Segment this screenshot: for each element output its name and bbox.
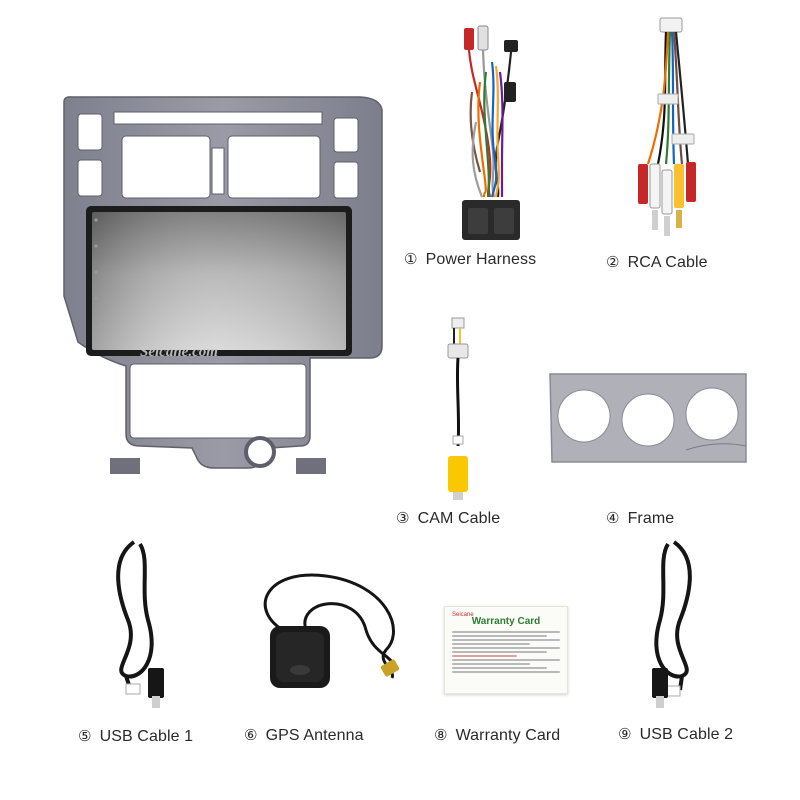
label-text: Warranty Card (455, 727, 561, 744)
warranty-card-image: Seicane Warranty Card (444, 606, 568, 694)
label-number: ⑤ (78, 727, 92, 745)
label-text: CAM Cable (417, 510, 501, 527)
label-number: ⑧ (434, 726, 448, 744)
label-text: RCA Cable (627, 254, 708, 271)
label-gps-antenna: ⑥ GPS Antenna (244, 726, 364, 745)
cam-cable-image (440, 316, 476, 502)
label-number: ④ (606, 509, 620, 527)
label-warranty-card: ⑧ Warranty Card (434, 726, 560, 745)
label-number: ① (404, 250, 418, 268)
label-frame: ④ Frame (606, 509, 674, 528)
label-usb-cable-1: ⑤ USB Cable 1 (78, 727, 193, 746)
usb-cable-2-image (630, 540, 710, 712)
label-text: Frame (627, 510, 675, 527)
label-text: GPS Antenna (265, 727, 364, 744)
headunit-watermark: Seicane.com (140, 344, 218, 360)
label-cam-cable: ③ CAM Cable (396, 509, 500, 528)
label-power-harness: ① Power Harness (404, 250, 536, 269)
label-rca-cable: ② RCA Cable (606, 253, 708, 272)
head-unit-image: Seicane.com (60, 96, 386, 476)
label-number: ② (606, 253, 620, 271)
label-number: ⑨ (618, 725, 632, 743)
usb-cable-1-image (100, 540, 180, 712)
label-text: USB Cable 2 (639, 726, 734, 743)
label-text: USB Cable 1 (99, 728, 194, 745)
label-number: ⑥ (244, 726, 258, 744)
warranty-brand: Seicane (452, 612, 474, 618)
label-number: ③ (396, 509, 410, 527)
label-usb-cable-2: ⑨ USB Cable 2 (618, 725, 733, 744)
gps-antenna-image (246, 570, 408, 700)
rca-cable-image (628, 14, 712, 242)
label-text: Power Harness (425, 251, 537, 268)
warranty-text-lines (452, 631, 560, 673)
power-harness-image (452, 22, 532, 252)
warranty-title: Warranty Card (471, 616, 541, 627)
frame-image (546, 372, 750, 464)
